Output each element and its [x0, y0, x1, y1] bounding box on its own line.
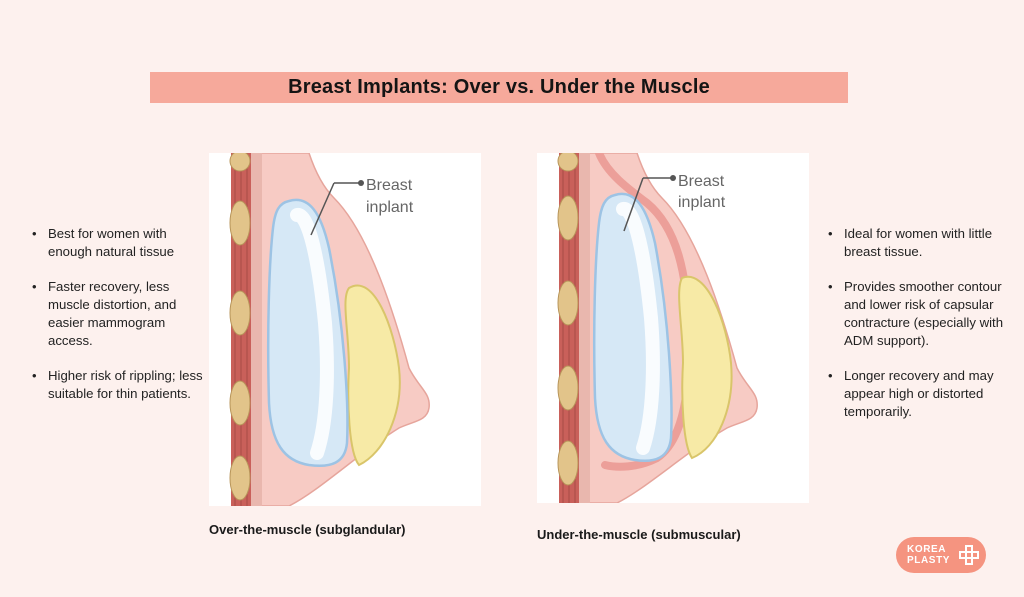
rib-bone [557, 280, 579, 326]
rib-bone [557, 195, 579, 241]
label-breast: Breast [678, 173, 725, 190]
gland-tissue [678, 275, 733, 460]
caption-under-the-muscle: Under-the-muscle (submuscular) [537, 527, 741, 542]
korea-plasty-logo[interactable]: KOREA PLASTY [896, 537, 986, 573]
label-breast: Breast [366, 177, 413, 194]
list-item: Provides smoother contour and lower risk… [828, 278, 1008, 350]
rib-bone [229, 380, 251, 426]
gland-tissue [344, 284, 401, 467]
rib-bone [229, 153, 251, 172]
label-inplant: inplant [678, 194, 726, 211]
plus-cross-icon [959, 545, 979, 565]
list-item: Longer recovery and may appear high or d… [828, 367, 1008, 421]
page-title: Breast Implants: Over vs. Under the Musc… [288, 76, 710, 98]
rib-bone [229, 290, 251, 336]
logo-text: KOREA PLASTY [907, 544, 951, 566]
rib-bone [557, 153, 579, 172]
pectoral-muscle [249, 153, 262, 506]
diagram-under-the-muscle: Breast inplant [537, 153, 809, 503]
diagram-over-the-muscle: Breast inplant [209, 153, 481, 506]
left-bullet-list: Best for women with enough natural tissu… [32, 225, 207, 420]
rib-bone [229, 455, 251, 501]
label-pointer [623, 177, 644, 232]
label-pointer [310, 182, 335, 236]
rib-bone [557, 365, 579, 411]
title-banner: Breast Implants: Over vs. Under the Musc… [150, 72, 848, 103]
right-bullet-list: Ideal for women with little breast tissu… [828, 225, 1008, 438]
rib-bone [557, 440, 579, 486]
caption-over-the-muscle: Over-the-muscle (subglandular) [209, 522, 406, 537]
list-item: Ideal for women with little breast tissu… [828, 225, 1008, 261]
list-item: Faster recovery, less muscle distortion,… [32, 278, 207, 350]
label-inplant: inplant [366, 199, 414, 216]
list-item: Best for women with enough natural tissu… [32, 225, 207, 261]
list-item: Higher risk of rippling; less suitable f… [32, 367, 207, 403]
rib-bone [229, 200, 251, 246]
